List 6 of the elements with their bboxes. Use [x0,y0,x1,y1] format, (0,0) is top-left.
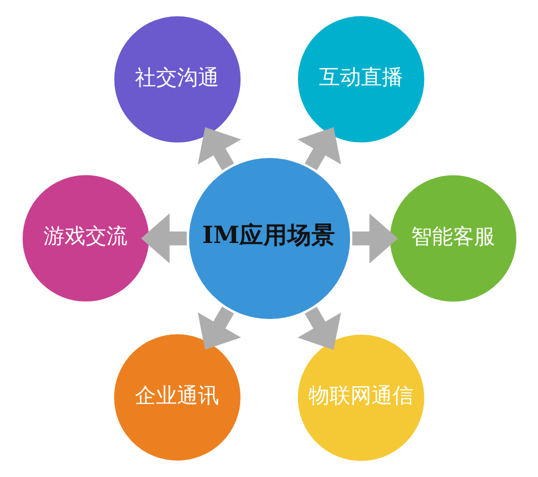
arrow [297,127,341,170]
arrow [197,127,241,170]
arrow [297,306,341,350]
arrow [140,213,186,264]
arrow [197,306,241,350]
arrow [352,213,398,264]
